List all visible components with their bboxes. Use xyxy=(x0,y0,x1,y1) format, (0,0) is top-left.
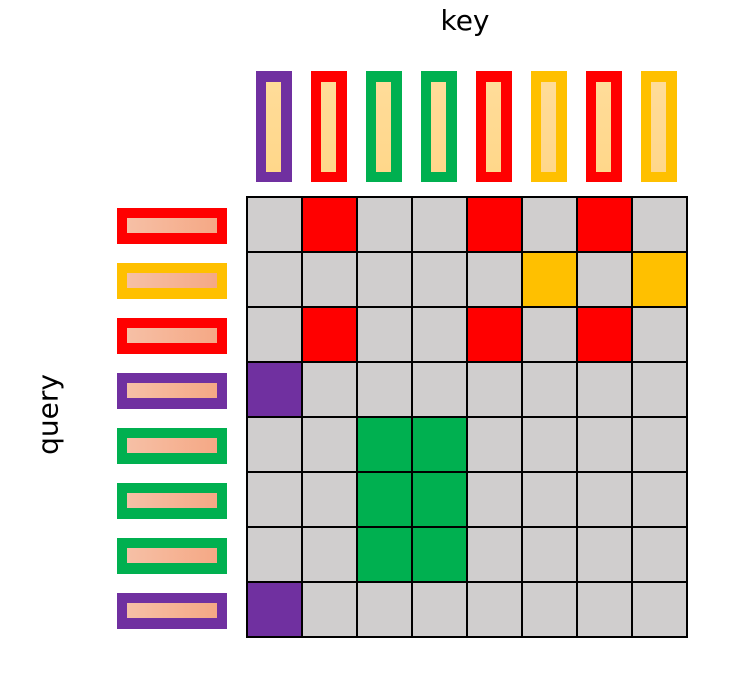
grid-cell-0-4 xyxy=(468,198,523,253)
query-token-fill xyxy=(127,273,217,288)
query-token-purple xyxy=(117,593,227,629)
key-token-fill xyxy=(486,82,501,172)
grid-cell-2-2 xyxy=(358,308,413,363)
grid-cell-6-1 xyxy=(303,528,358,583)
query-token-fill xyxy=(127,438,217,453)
grid-cell-3-0 xyxy=(248,363,303,418)
grid-cell-2-3 xyxy=(413,308,468,363)
grid-cell-6-3 xyxy=(413,528,468,583)
grid-cell-4-4 xyxy=(468,418,523,473)
key-token-fill xyxy=(596,82,611,172)
key-token-yellow xyxy=(531,71,567,182)
grid-cell-4-3 xyxy=(413,418,468,473)
grid-cell-0-1 xyxy=(303,198,358,253)
query-token-fill xyxy=(127,603,217,618)
grid-cell-2-1 xyxy=(303,308,358,363)
grid-cell-1-2 xyxy=(358,253,413,308)
key-token-fill xyxy=(541,82,556,172)
grid-cell-7-7 xyxy=(633,583,688,638)
grid-cell-2-6 xyxy=(578,308,633,363)
grid-cell-2-7 xyxy=(633,308,688,363)
grid-cell-5-2 xyxy=(358,473,413,528)
key-token-fill xyxy=(266,82,281,172)
key-token-fill xyxy=(431,82,446,172)
grid-cell-6-6 xyxy=(578,528,633,583)
grid-cell-1-1 xyxy=(303,253,358,308)
grid-cell-3-4 xyxy=(468,363,523,418)
grid-cell-5-4 xyxy=(468,473,523,528)
grid-cell-6-4 xyxy=(468,528,523,583)
grid-cell-7-3 xyxy=(413,583,468,638)
grid-cell-4-0 xyxy=(248,418,303,473)
grid-cell-7-6 xyxy=(578,583,633,638)
query-token-fill xyxy=(127,493,217,508)
grid-cell-6-5 xyxy=(523,528,578,583)
query-token-green xyxy=(117,483,227,519)
grid-cell-6-2 xyxy=(358,528,413,583)
grid-cell-4-1 xyxy=(303,418,358,473)
grid-cell-3-2 xyxy=(358,363,413,418)
grid-cell-0-6 xyxy=(578,198,633,253)
grid-cell-2-5 xyxy=(523,308,578,363)
grid-cell-1-6 xyxy=(578,253,633,308)
grid-cell-4-2 xyxy=(358,418,413,473)
key-token-red xyxy=(476,71,512,182)
grid-cell-5-7 xyxy=(633,473,688,528)
key-token-fill xyxy=(321,82,336,172)
grid-cell-2-4 xyxy=(468,308,523,363)
key-token-green xyxy=(366,71,402,182)
query-token-green xyxy=(117,428,227,464)
grid-cell-3-7 xyxy=(633,363,688,418)
grid-cell-4-7 xyxy=(633,418,688,473)
key-token-purple xyxy=(256,71,292,182)
grid-cell-7-4 xyxy=(468,583,523,638)
grid-cell-7-5 xyxy=(523,583,578,638)
grid-cell-3-6 xyxy=(578,363,633,418)
grid-cell-4-6 xyxy=(578,418,633,473)
grid-cell-5-0 xyxy=(248,473,303,528)
grid-cell-7-1 xyxy=(303,583,358,638)
grid-cell-1-3 xyxy=(413,253,468,308)
query-token-fill xyxy=(127,218,217,233)
grid-cell-4-5 xyxy=(523,418,578,473)
grid-cell-5-3 xyxy=(413,473,468,528)
grid-cell-0-0 xyxy=(248,198,303,253)
key-axis-label: key xyxy=(440,4,490,37)
grid-cell-6-7 xyxy=(633,528,688,583)
grid-cell-7-2 xyxy=(358,583,413,638)
grid-cell-1-0 xyxy=(248,253,303,308)
query-token-fill xyxy=(127,383,217,398)
query-axis-label: query xyxy=(31,374,65,455)
grid-cell-2-0 xyxy=(248,308,303,363)
key-token-fill xyxy=(651,82,666,172)
grid-cell-0-3 xyxy=(413,198,468,253)
grid-cell-1-4 xyxy=(468,253,523,308)
query-token-green xyxy=(117,538,227,574)
grid-cell-5-1 xyxy=(303,473,358,528)
grid-cell-5-6 xyxy=(578,473,633,528)
key-token-yellow xyxy=(641,71,677,182)
grid-cell-0-2 xyxy=(358,198,413,253)
grid-cell-0-7 xyxy=(633,198,688,253)
query-token-purple xyxy=(117,373,227,409)
query-token-yellow xyxy=(117,263,227,299)
key-token-red xyxy=(311,71,347,182)
grid-cell-7-0 xyxy=(248,583,303,638)
key-token-fill xyxy=(376,82,391,172)
grid-cell-3-3 xyxy=(413,363,468,418)
grid-cell-3-1 xyxy=(303,363,358,418)
grid-cell-1-5 xyxy=(523,253,578,308)
query-token-red xyxy=(117,208,227,244)
query-token-fill xyxy=(127,548,217,563)
query-token-fill xyxy=(127,328,217,343)
grid-cell-0-5 xyxy=(523,198,578,253)
grid-cell-5-5 xyxy=(523,473,578,528)
key-token-green xyxy=(421,71,457,182)
query-token-red xyxy=(117,318,227,354)
key-token-red xyxy=(586,71,622,182)
grid-cell-6-0 xyxy=(248,528,303,583)
grid-cell-1-7 xyxy=(633,253,688,308)
attention-mask-grid xyxy=(246,196,688,638)
grid-cell-3-5 xyxy=(523,363,578,418)
